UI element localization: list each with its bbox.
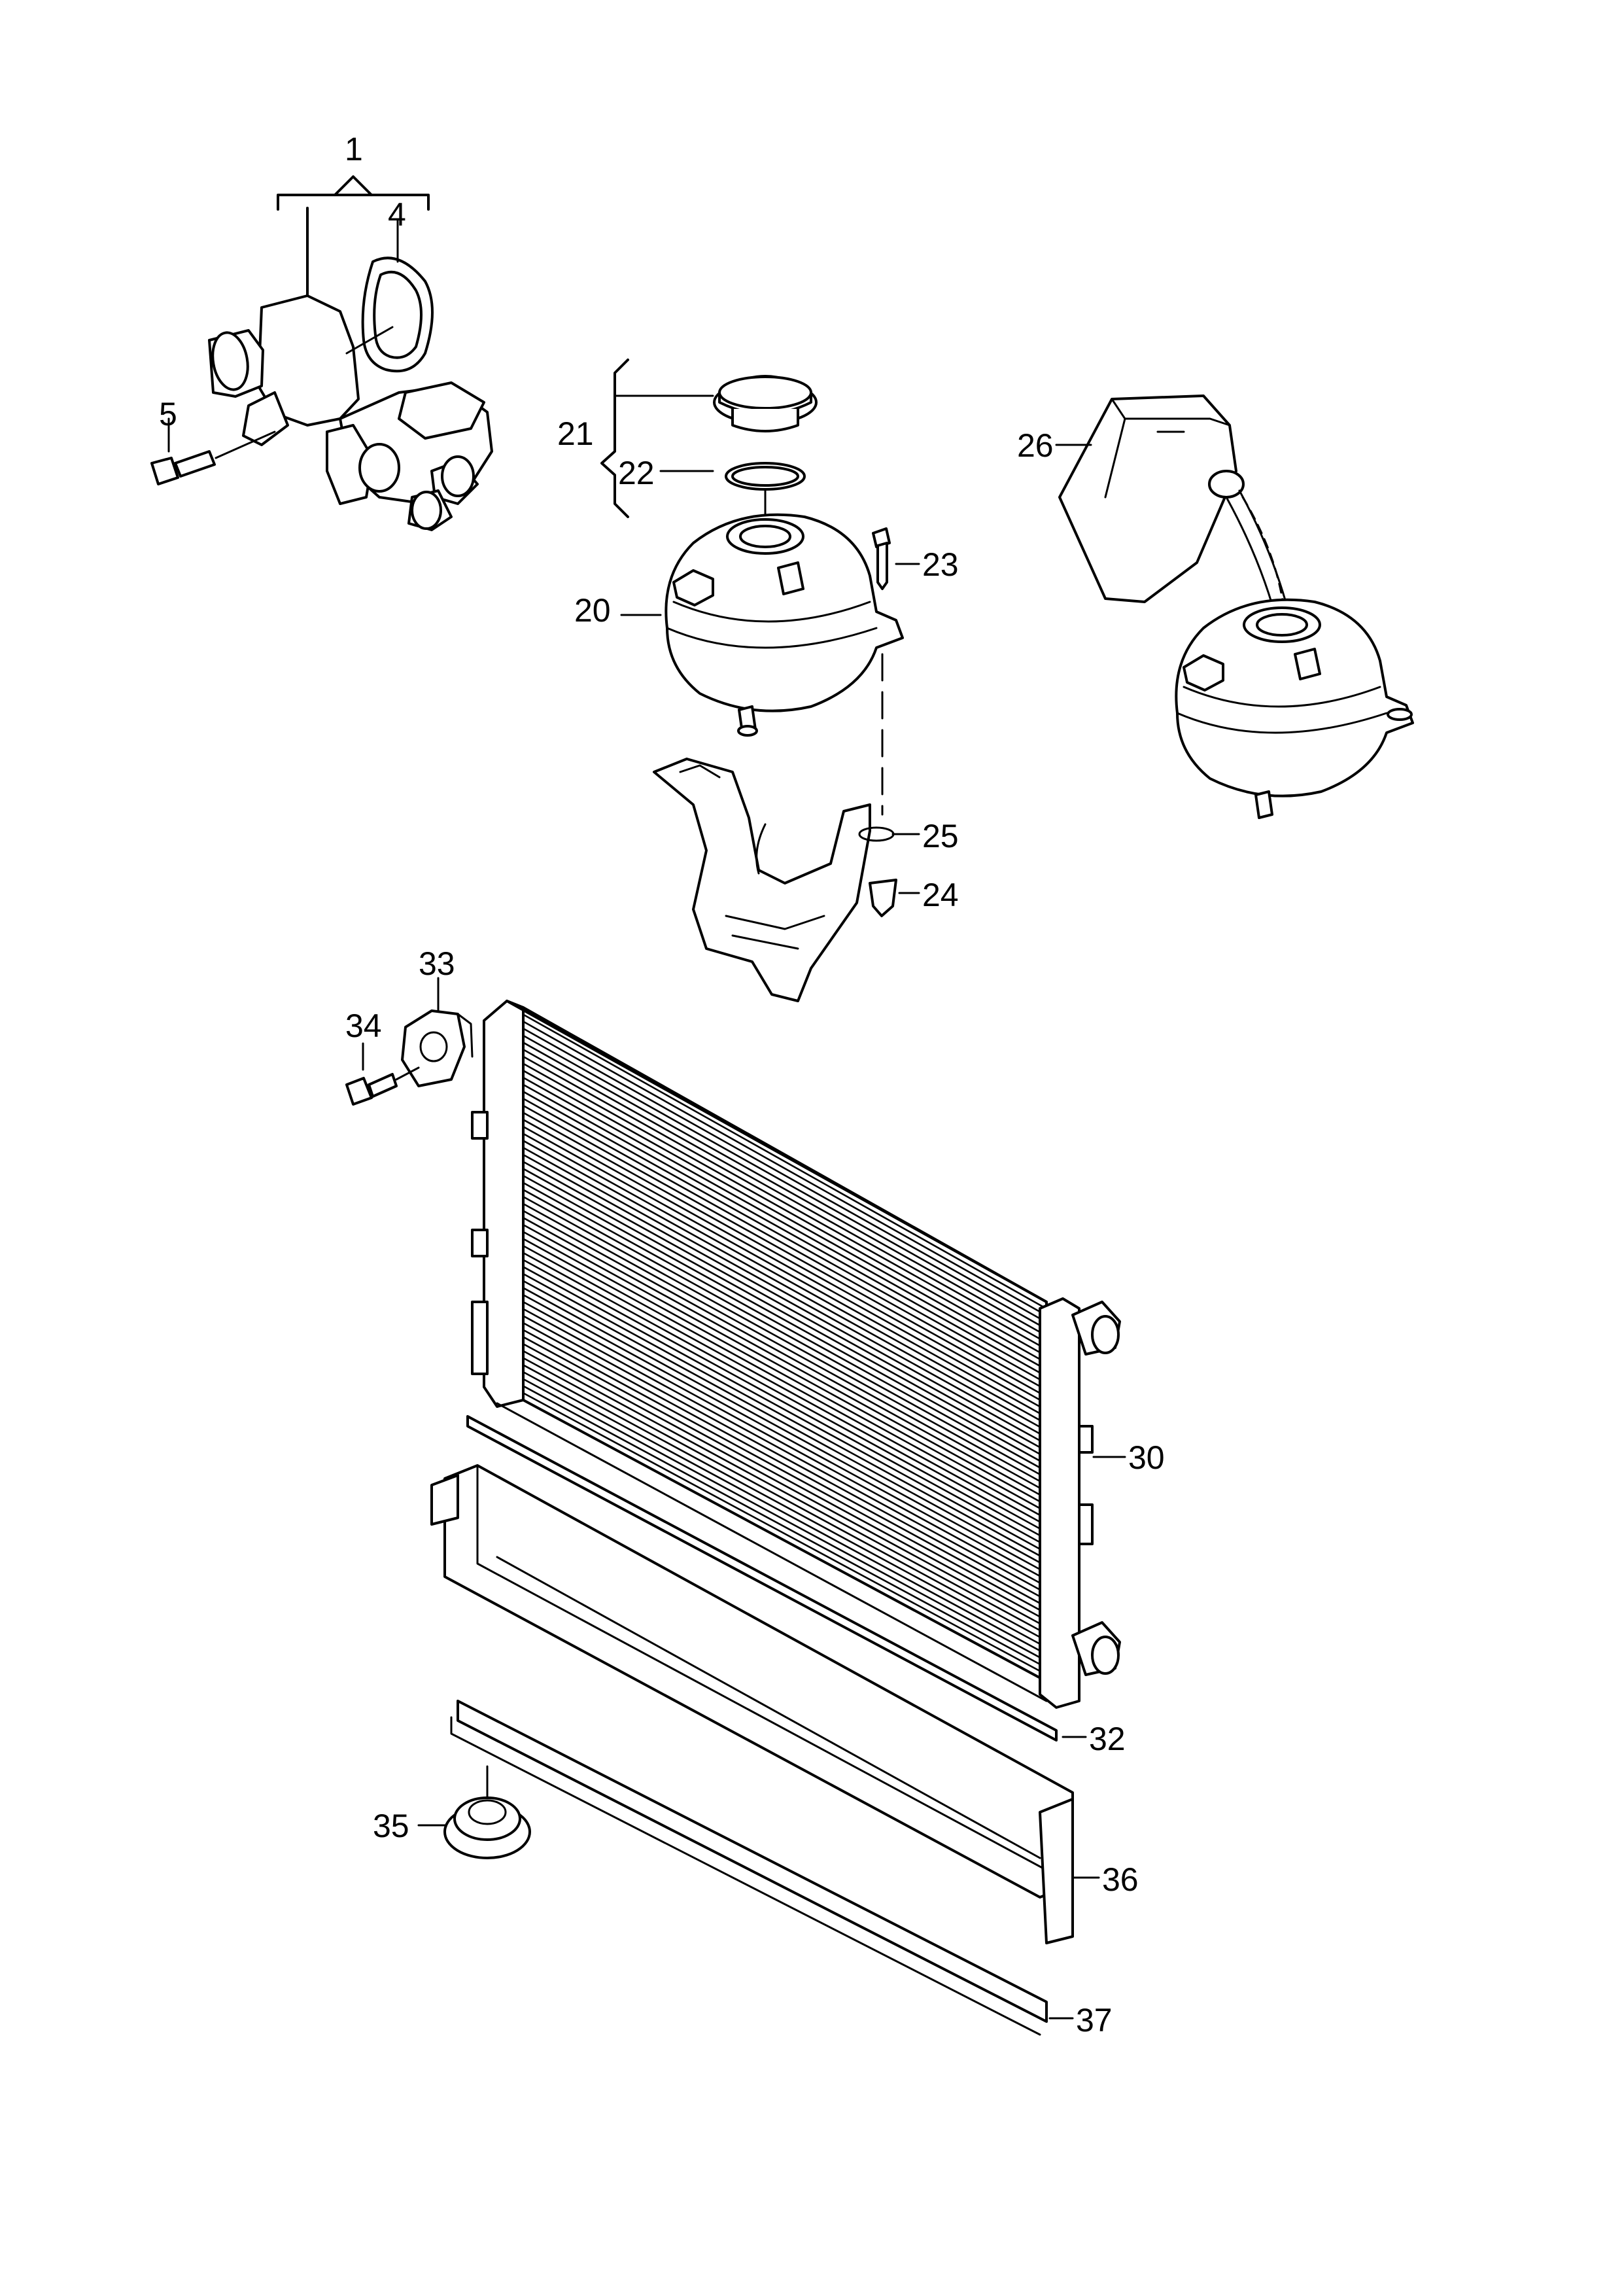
radiator-fin [523,1308,1047,1594]
callout-1: 1 [345,131,363,167]
radiator-fin [523,1371,1047,1655]
callout-36: 36 [1102,1861,1139,1898]
radiator-fin [523,1098,1047,1391]
radiator-fin [523,1357,1047,1642]
radiator-fin [523,1266,1047,1554]
radiator-fin [523,1028,1047,1323]
radiator-fin [523,1140,1047,1431]
radiator-30 [466,1000,1126,1742]
callout-30: 30 [1128,1439,1165,1476]
callout-37: 37 [1076,2002,1113,2039]
radiator-fin [523,1168,1047,1459]
radiator-fin [523,1385,1047,1669]
radiator-fin [523,1245,1047,1533]
callout-4: 4 [388,196,406,233]
radiator-fin [523,1336,1047,1621]
coolant-flange-assembly [150,175,493,531]
radiator-fin [523,1378,1047,1662]
callout-26: 26 [1017,427,1054,464]
expansion-tank-assembly [600,359,920,1002]
radiator-fin [523,1013,1047,1310]
radiator-fin [523,1294,1047,1581]
radiator-fin [523,1153,1047,1445]
callout-23: 23 [922,546,959,583]
radiator-fin [523,1119,1047,1411]
seal-strip-37 [450,1700,1074,2036]
radiator-fin [523,1196,1047,1486]
callout-5: 5 [159,396,177,432]
radiator-fin [523,1161,1047,1452]
callout-34: 34 [345,1007,382,1044]
callout-20: 20 [574,592,611,629]
callout-25: 25 [922,818,959,854]
callout-22: 22 [618,455,655,491]
radiator-fin [523,1322,1047,1608]
radiator-fin [523,1238,1047,1526]
radiator-fin [523,1231,1047,1520]
radiator-fin [523,1252,1047,1540]
radiator-fin [523,1329,1047,1615]
callout-35: 35 [373,1808,409,1844]
callout-labels: 1 4 5 21 22 23 20 25 24 26 33 34 30 32 3… [159,131,1165,2039]
radiator-fin [523,1091,1047,1384]
radiator-fin [523,1042,1047,1337]
radiator-fin [523,1182,1047,1473]
radiator-fin [523,1062,1047,1357]
radiator-fin [523,1126,1047,1418]
callout-21: 21 [557,415,594,452]
radiator-fin [523,1343,1047,1628]
radiator-fin [523,1077,1047,1371]
radiator-fin [523,1132,1047,1425]
callout-33: 33 [419,945,455,982]
grommet-35 [417,1765,531,1859]
radiator-fin [523,1112,1047,1405]
radiator-fin [523,1259,1047,1547]
radiator-fin [523,1287,1047,1574]
radiator-fin [523,1055,1047,1350]
radiator-fin [523,1224,1047,1513]
radiator-fin [523,1021,1047,1316]
radiator-fin [523,1273,1047,1560]
coolant-fill-illustration [1055,394,1414,819]
callout-32: 32 [1089,1721,1126,1757]
radiator-fin [523,1175,1047,1465]
radiator-fin [523,1217,1047,1506]
radiator-fin [523,1034,1047,1330]
radiator-fin [523,1083,1047,1378]
radiator-fin [523,1301,1047,1588]
radiator-fin [523,1280,1047,1568]
intercooler-36 [430,1464,1100,1944]
bracket-33-and-screw-34 [345,977,474,1106]
radiator-core-fins [523,1013,1047,1675]
radiator-fin [523,1104,1047,1398]
radiator-fin [523,1315,1047,1601]
radiator-fin [523,1070,1047,1364]
radiator-fin [523,1364,1047,1649]
radiator-fin [523,1147,1047,1439]
callout-24: 24 [922,877,959,913]
radiator-fin [523,1392,1047,1675]
radiator-fin [523,1210,1047,1499]
radiator-fin [523,1350,1047,1635]
radiator-fin [523,1049,1047,1344]
radiator-fin [523,1189,1047,1479]
radiator-fin [523,1202,1047,1493]
